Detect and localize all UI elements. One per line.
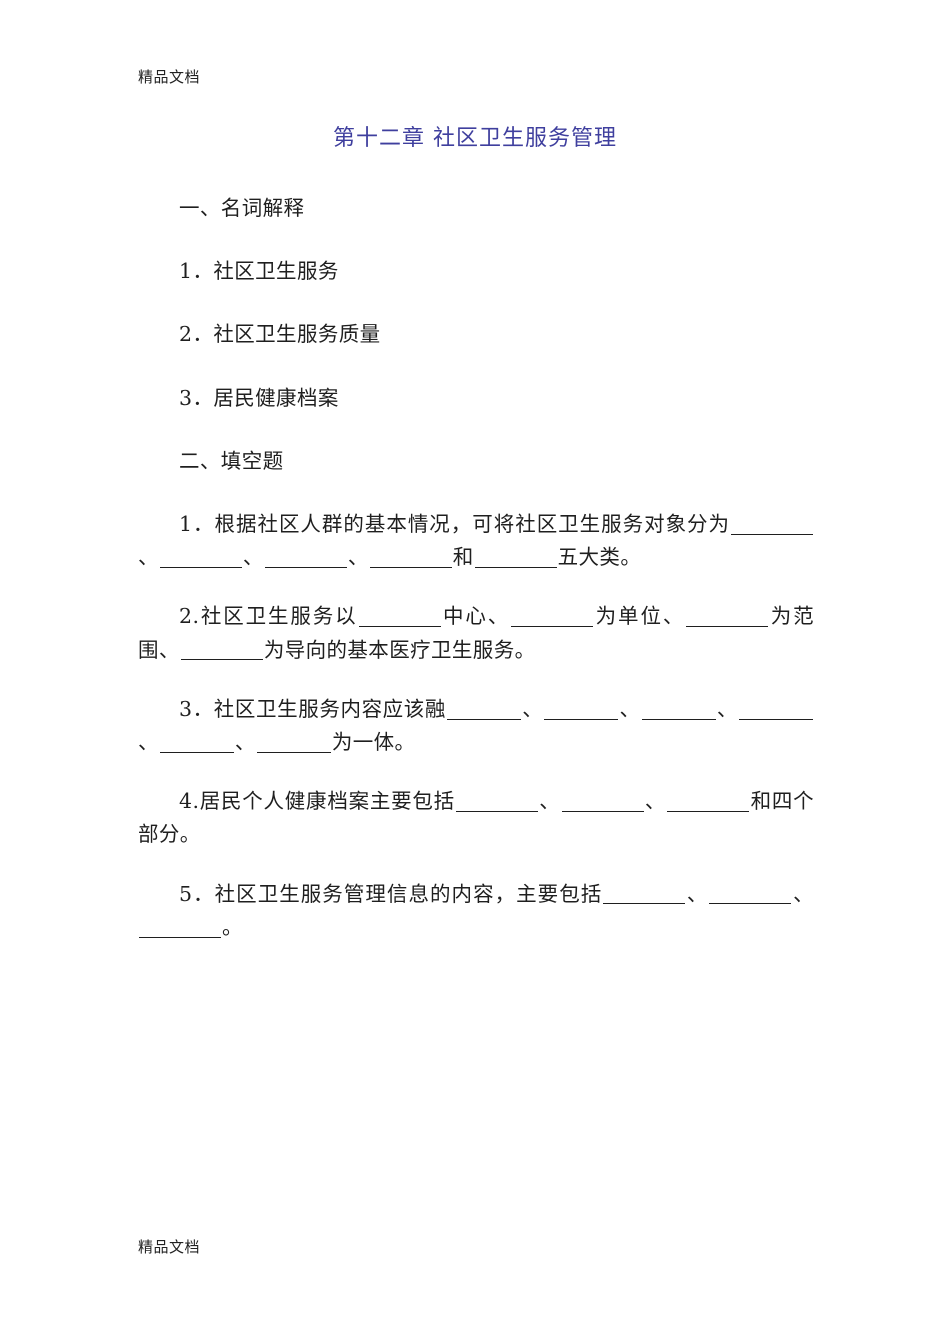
fill-question-5: 5．社区卫生服务管理信息的内容，主要包括 、 、。 [138,878,814,944]
page-title: 第十二章 社区卫生服务管理 [333,126,617,151]
fill-blank[interactable] [511,606,594,628]
section-heading-fill-in-blanks: 二、填空题 [179,448,284,473]
fill-question-5-tail: 。 [222,914,243,939]
fill-question-1-sep-1: 、 [138,545,159,570]
fill-blank[interactable] [474,546,557,568]
fill-question-1-sep-2: 、 [242,545,264,570]
fill-question-3-lead: 社区卫生服务内容应该融 [213,696,447,721]
fill-question-5-sep-2: 、 [792,881,815,906]
fill-question-2: 2.社区卫生服务以 中心、 为单位、为范围、为导向的基本医疗卫生服务。 [138,600,814,666]
fill-blank[interactable] [264,546,347,568]
fill-question-3-sep-5: 、 [234,730,256,755]
fill-question-4-sep-2: 、 [644,789,667,814]
fill-blank[interactable] [358,606,441,628]
fill-question-4-sep-1: 、 [538,789,561,814]
fill-blank[interactable] [447,698,522,720]
fill-question-4-lead: 居民个人健康档案主要包括 [199,789,455,814]
fill-question-5-lead: 社区卫生服务管理信息的内容，主要包括 [214,881,603,906]
fill-blank[interactable] [256,731,331,753]
fill-blank[interactable] [369,546,452,568]
fill-blank[interactable] [544,698,619,720]
fill-question-3-sep-3: 、 [716,696,738,721]
fill-question-3: 3．社区卫生服务内容应该融、、、、、为一体。 [138,693,814,759]
fill-question-1-sep-3: 、 [347,545,369,570]
fill-question-1: 1．根据社区人群的基本情况，可将社区卫生服务对象分为、 、 、 和 五大类。 [138,508,814,574]
fill-blank[interactable] [686,606,769,628]
fill-question-3-sep-2: 、 [619,696,641,721]
running-footer: 精品文档 [138,1238,201,1256]
fill-question-2-sep-3: 为范围、 [138,604,814,662]
fill-question-3-sep-1: 、 [522,696,544,721]
fill-question-2-tail: 为导向的基本医疗卫生服务。 [263,637,536,662]
fill-question-1-tail: 五大类。 [557,545,642,570]
fill-question-3-number: 3． [179,696,214,721]
fill-blank[interactable] [159,546,242,568]
fill-question-1-number: 1． [179,512,215,537]
fill-question-3-tail: 为一体。 [331,730,416,755]
fill-blank[interactable] [159,731,234,753]
document-body: 一、名词解释 1．社区卫生服务 2．社区卫生服务质量 3．居民健康档案 二、填空… [138,192,814,970]
term-item-2: 2．社区卫生服务质量 [179,322,381,347]
fill-question-5-sep-1: 、 [686,881,709,906]
fill-question-4-number: 4. [179,789,200,814]
fill-blank[interactable] [561,790,644,812]
section-heading-terms: 一、名词解释 [179,196,305,220]
fill-question-4: 4.居民个人健康档案主要包括 、 、和四个部分。 [138,785,814,851]
fill-question-3-sep-4: 、 [138,730,159,755]
term-item-3: 3．居民健康档案 [179,385,339,410]
fill-question-2-lead: 社区卫生服务以 [199,604,358,629]
fill-blank[interactable] [709,883,792,905]
fill-blank[interactable] [731,513,814,535]
fill-blank[interactable] [180,639,263,661]
fill-question-2-sep-2: 为单位、 [594,604,686,629]
fill-question-5-number: 5． [179,881,215,906]
term-item-1: 1．社区卫生服务 [179,259,339,284]
fill-blank[interactable] [667,790,750,812]
fill-question-1-sep-4: 和 [452,545,474,570]
fill-question-2-sep-1: 中心、 [441,604,511,629]
fill-blank[interactable] [739,698,813,720]
fill-blank[interactable] [455,790,538,812]
fill-question-2-number: 2. [179,604,200,629]
fill-question-1-lead: 根据社区人群的基本情况，可将社区卫生服务对象分为 [214,512,731,537]
fill-blank[interactable] [641,698,716,720]
fill-question-4-tail: 和四个部分。 [138,789,814,847]
fill-blank[interactable] [603,883,686,905]
fill-blank[interactable] [139,916,221,938]
running-header: 精品文档 [138,68,201,86]
